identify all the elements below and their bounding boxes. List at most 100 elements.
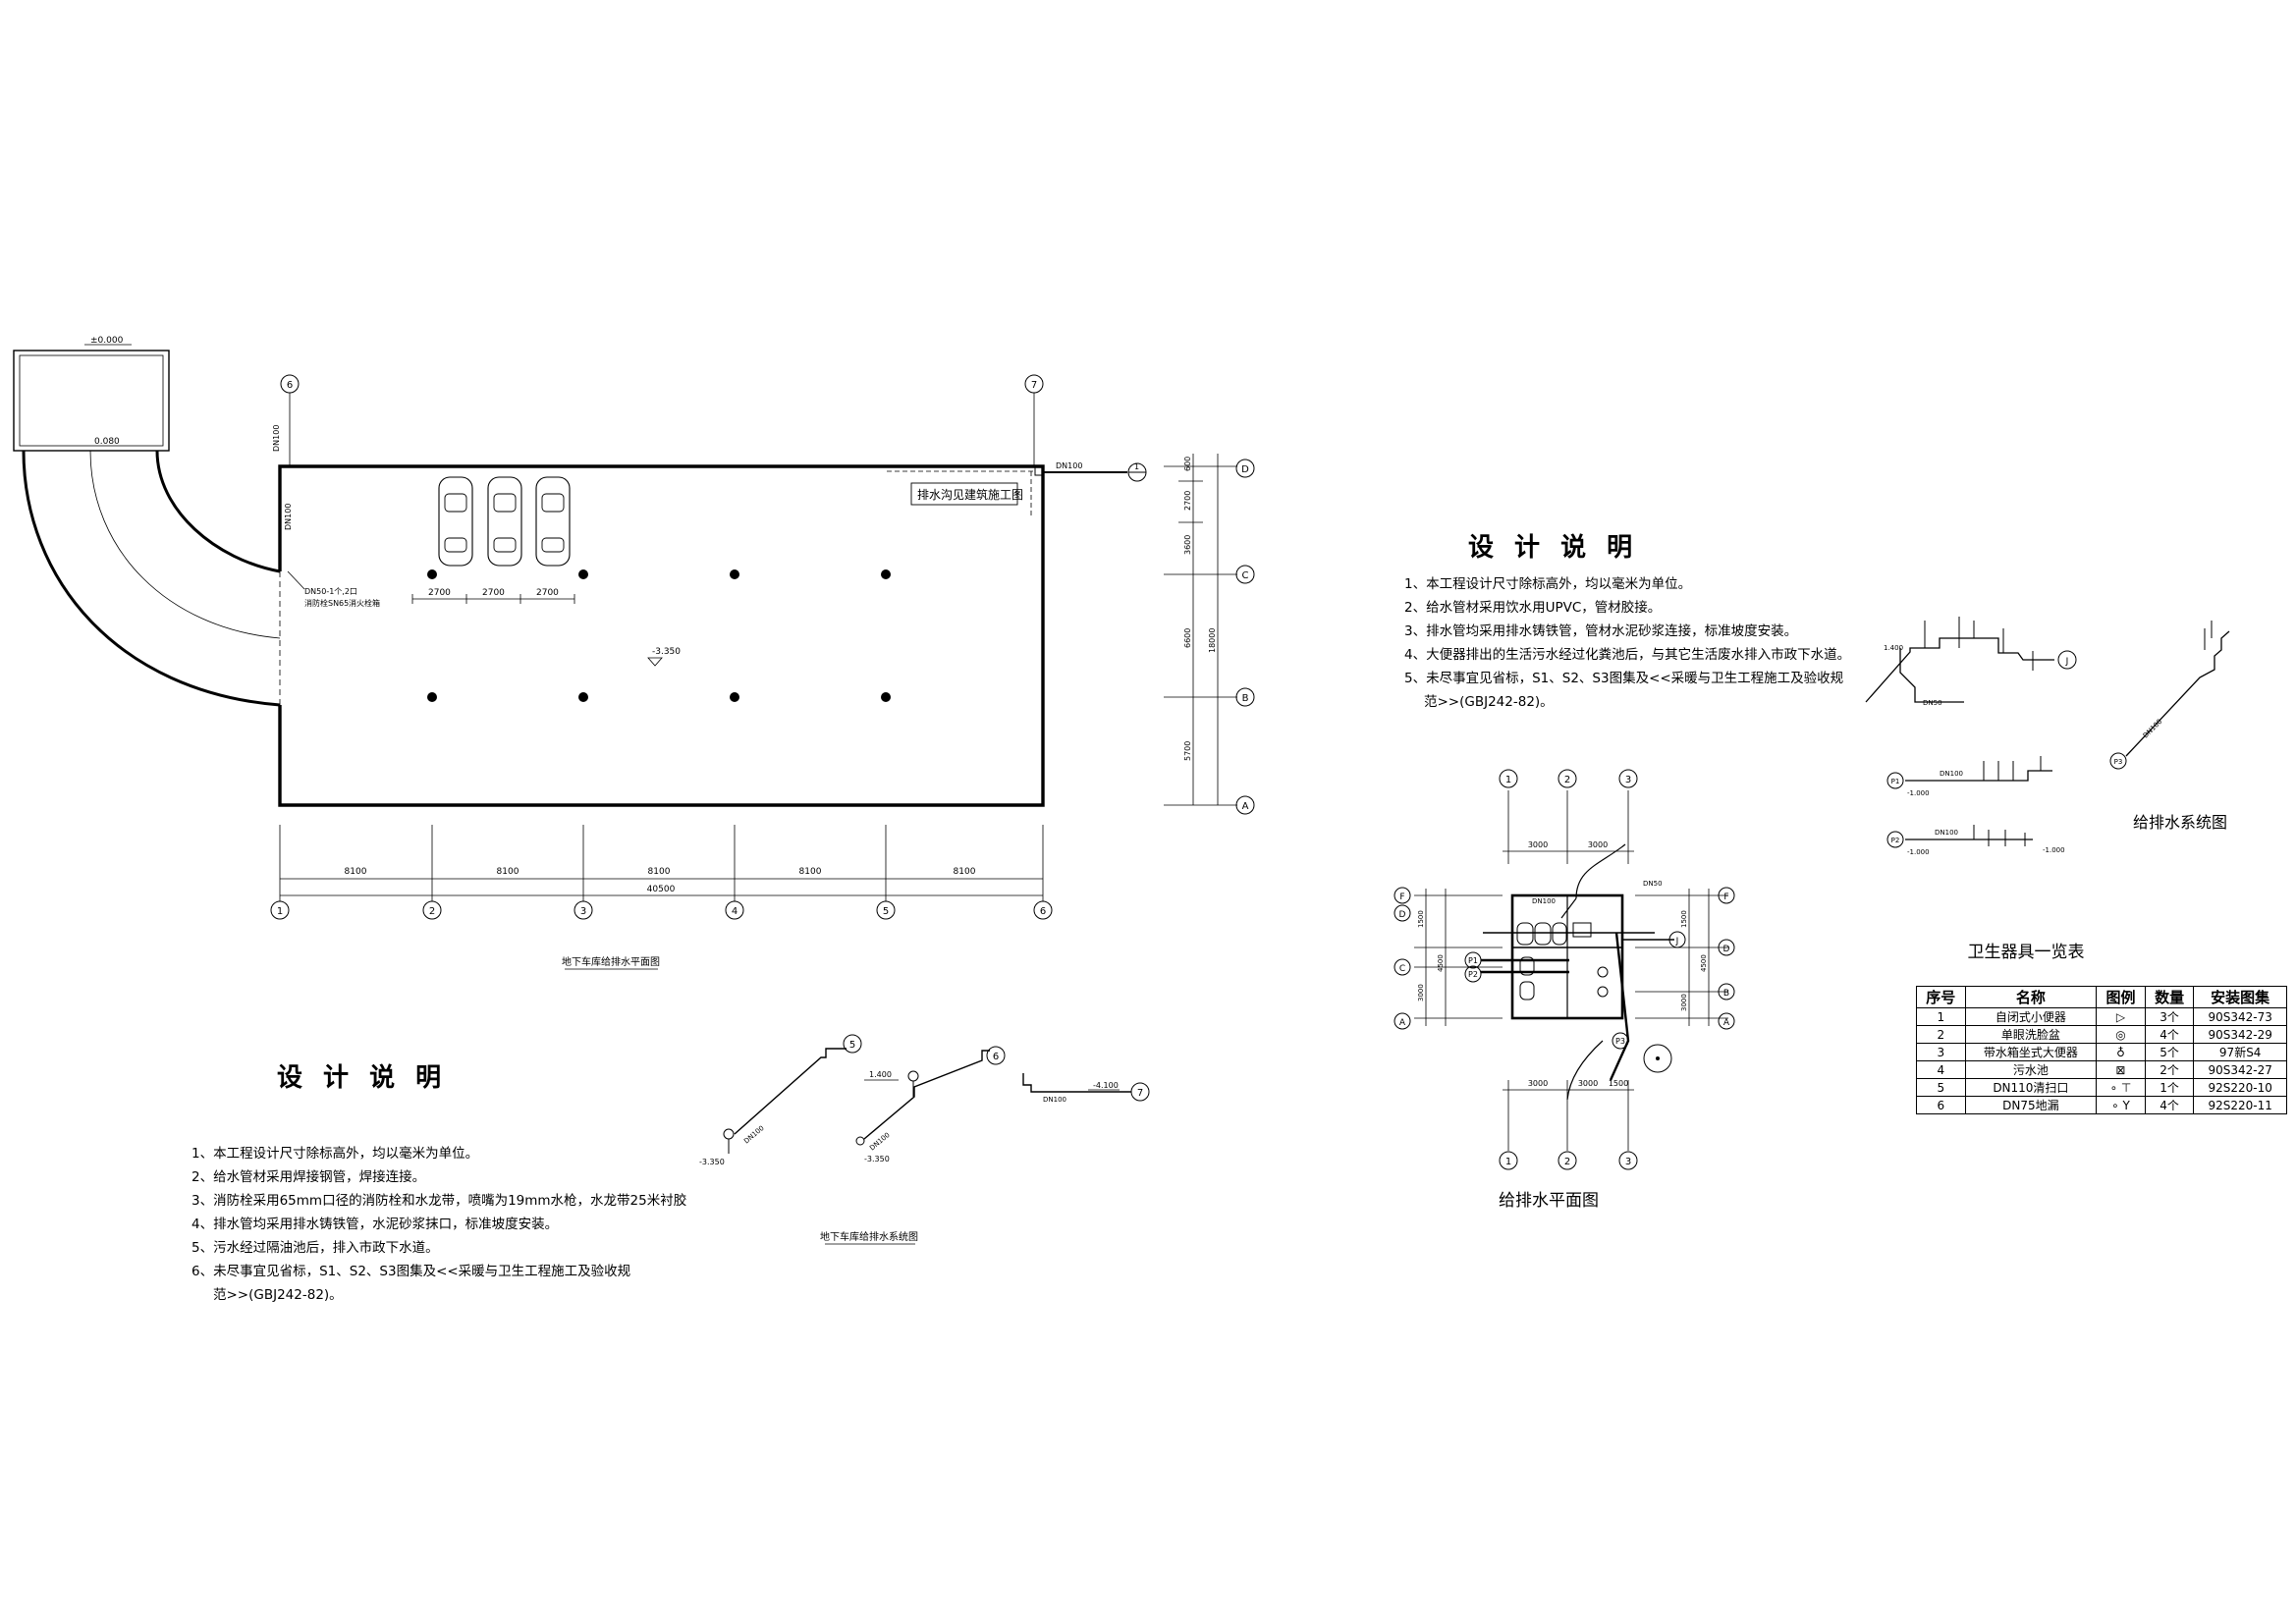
axis-label: 6 bbox=[1040, 906, 1046, 917]
elev-label: -1.000 bbox=[1907, 789, 1930, 797]
table-cell: 4个 bbox=[2144, 1025, 2195, 1044]
dim-label: 3000 bbox=[1578, 1079, 1598, 1088]
table-cell: 1 bbox=[1916, 1007, 1966, 1026]
elev-label: -3.350 bbox=[864, 1155, 890, 1163]
elev-center: -3.350 bbox=[652, 647, 681, 657]
axis-bubble bbox=[1033, 900, 1053, 920]
notes-right-line: 2、给水管材采用饮水用UPVC，管材胶接。 bbox=[1404, 600, 1662, 616]
dim-label: 1500 bbox=[1680, 910, 1688, 928]
table-header-row: 序号 名称 图例 数量 安装图集 bbox=[1916, 986, 2287, 1008]
notes-left-title: 设 计 说 明 bbox=[277, 1063, 448, 1093]
table-cell: DN75地漏 bbox=[1964, 1096, 2098, 1114]
mop-sink-icon: ⊠ bbox=[2096, 1060, 2146, 1079]
urinal-icon: ▷ bbox=[2096, 1007, 2146, 1026]
pipe-label: DN100 bbox=[1935, 829, 1958, 837]
table-cell: 3个 bbox=[2144, 1007, 2195, 1026]
table-cell: DN110清扫口 bbox=[1964, 1078, 2098, 1097]
pipe-label: DN100 bbox=[1043, 1096, 1066, 1104]
washbasin-icon: ◎ bbox=[2096, 1025, 2146, 1044]
columns bbox=[427, 569, 891, 702]
pipe-label: DN100 bbox=[1532, 897, 1556, 905]
table-cell: 污水池 bbox=[1964, 1060, 2098, 1079]
elev-ramp: 0.080 bbox=[94, 437, 120, 447]
trench-note-box bbox=[910, 482, 1018, 506]
table-cell: 6 bbox=[1916, 1096, 1966, 1114]
column bbox=[730, 569, 739, 579]
pipe-tag-label: 1 bbox=[1134, 462, 1139, 471]
system-axis-bubble bbox=[1130, 1082, 1150, 1102]
axis-label: 2 bbox=[429, 906, 435, 917]
column bbox=[578, 569, 588, 579]
axis-bubble bbox=[1618, 769, 1638, 788]
axis-label: A bbox=[1242, 801, 1249, 812]
total-dim: 40500 bbox=[647, 885, 676, 894]
pipe-tag bbox=[2057, 650, 2077, 670]
dim-label: 3000 bbox=[1680, 994, 1688, 1011]
notes-left-line: 4、排水管均采用排水铸铁管，水泥砂浆抹口，标准坡度安装。 bbox=[191, 1217, 559, 1232]
pipe-tag bbox=[1886, 772, 1904, 789]
notes-right-line: 范>>(GBJ242-82)。 bbox=[1424, 694, 1554, 710]
garage-system-diagram: -3.350 DN100 5 1.400 -3.350 DN100 6 -4.1… bbox=[699, 1034, 1150, 1245]
pipe-label: DN100 bbox=[284, 504, 293, 530]
notes-left-line: 2、给水管材采用焊接钢管，焊接连接。 bbox=[191, 1169, 426, 1185]
column bbox=[578, 692, 588, 702]
table-row: 5 DN110清扫口 ∘ ⊤ 1个 92S220-10 bbox=[1916, 1078, 2287, 1097]
table-cell: 90S342-29 bbox=[2193, 1025, 2287, 1044]
axis-label: A bbox=[1723, 1018, 1730, 1028]
notes-right-line: 4、大便器排出的生活污水经过化粪池后，与其它生活废水排入市政下水道。 bbox=[1404, 647, 1851, 663]
toilet-icon: ♁ bbox=[2096, 1043, 2146, 1061]
pipe-tag bbox=[1464, 965, 1482, 983]
axis-label: 3 bbox=[1625, 1157, 1631, 1167]
notes-left-line: 3、消防栓采用65mm口径的消防栓和水龙带，喷嘴为19mm水枪，水龙带25米衬胶 bbox=[191, 1193, 687, 1209]
ramp-centerline bbox=[89, 450, 281, 639]
column bbox=[730, 692, 739, 702]
riser-pipe bbox=[734, 1048, 847, 1135]
table-cell: 1个 bbox=[2144, 1078, 2195, 1097]
axis-label: C bbox=[1242, 570, 1249, 581]
header-cell: 序号 bbox=[1916, 986, 1966, 1008]
garage-plan: ±0.000 0.080 bbox=[13, 336, 1255, 970]
dim-right: 2700 bbox=[1183, 491, 1192, 511]
axis-label: D bbox=[1723, 945, 1730, 954]
axis-label: B bbox=[1723, 989, 1729, 999]
dim-label: 3000 bbox=[1528, 840, 1548, 849]
table-cell: 2个 bbox=[2144, 1060, 2195, 1079]
dim-label: 3000 bbox=[1528, 1079, 1548, 1088]
column bbox=[881, 692, 891, 702]
ramp-inner-wall bbox=[155, 450, 281, 573]
elev-label: -3.350 bbox=[699, 1158, 725, 1166]
header-cell: 名称 bbox=[1964, 986, 2098, 1008]
elev-label: 1.400 bbox=[869, 1070, 892, 1079]
hydrant-note: DN50-1个,2口 bbox=[304, 587, 357, 596]
axis-bubble bbox=[1718, 1012, 1735, 1030]
ramp-head-inner bbox=[19, 354, 164, 447]
notes-right-title: 设 计 说 明 bbox=[1468, 533, 1639, 563]
table-cell: 92S220-11 bbox=[2193, 1096, 2287, 1114]
table-row: 4 污水池 ⊠ 2个 90S342-27 bbox=[1916, 1060, 2287, 1079]
system-axis-bubble bbox=[986, 1046, 1006, 1065]
dim-label: 1500 bbox=[1609, 1079, 1628, 1088]
axis-bubble bbox=[270, 900, 290, 920]
dim-label: 1500 bbox=[1417, 910, 1425, 928]
axis-bubble bbox=[1718, 983, 1735, 1001]
table-cell: 92S220-10 bbox=[2193, 1078, 2287, 1097]
dim-label: 4500 bbox=[1437, 954, 1445, 972]
notes-left-line: 6、未尽事宜见省标，S1、S2、S3图集及<<采暖与卫生工程施工及验收规 bbox=[191, 1264, 631, 1279]
parked-car bbox=[535, 476, 571, 567]
floor-drain-icon: ∘ Y bbox=[2096, 1096, 2146, 1114]
axis-bubble bbox=[1235, 565, 1255, 584]
axis-bubble bbox=[1235, 795, 1255, 815]
axis-label: 7 bbox=[1031, 380, 1037, 391]
supply-riser bbox=[1865, 637, 2054, 703]
elev-label: -1.000 bbox=[1907, 848, 1930, 856]
axis-label: 3 bbox=[1625, 775, 1631, 785]
header-cell: 数量 bbox=[2144, 986, 2195, 1008]
notes-left-line: 1、本工程设计尺寸除标高外，均以毫米为单位。 bbox=[191, 1146, 479, 1162]
table-cell: 自闭式小便器 bbox=[1964, 1007, 2098, 1026]
garage-plan-caption: 地下车库给排水平面图 bbox=[562, 955, 660, 968]
fixture-table: 序号 名称 图例 数量 安装图集 1 自闭式小便器 ▷ 3个 90S342-73… bbox=[1916, 986, 2287, 1114]
axis-label: D bbox=[1399, 910, 1406, 920]
table-cell: 2 bbox=[1916, 1025, 1966, 1044]
elev-label: -1.000 bbox=[2043, 846, 2065, 854]
